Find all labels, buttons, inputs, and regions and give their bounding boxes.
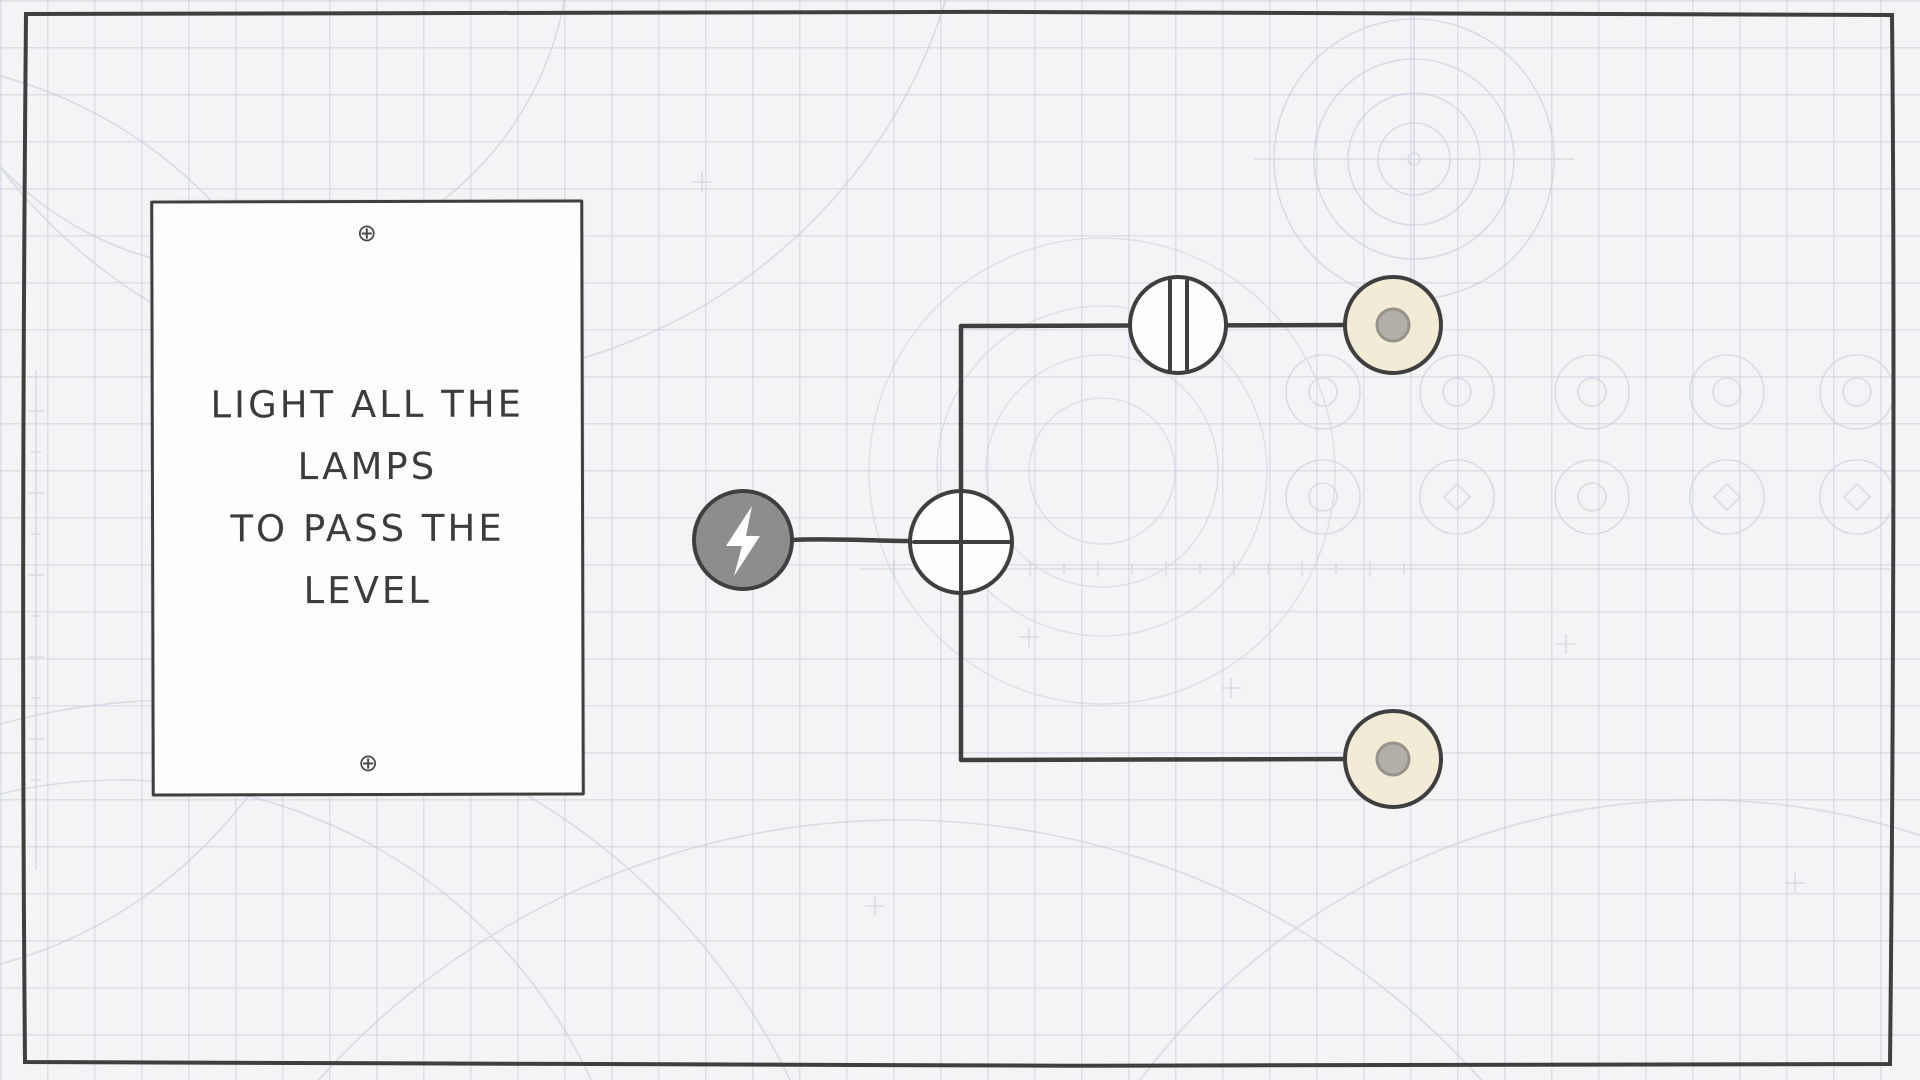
lightning-bolt-icon xyxy=(726,506,760,576)
pipe-cross-icon xyxy=(912,492,1011,592)
straight-piece[interactable] xyxy=(1128,275,1228,375)
junction-piece[interactable] xyxy=(908,489,1014,595)
calibration-symbols-row1 xyxy=(1285,354,1895,430)
target-rings-center xyxy=(868,237,1336,705)
power-source-node xyxy=(692,489,794,591)
calibration-symbols-row2 xyxy=(1285,459,1895,535)
plus-marks xyxy=(692,172,1805,916)
lamp-bottom xyxy=(1343,709,1443,809)
lamp-filament-dot xyxy=(1375,741,1411,777)
target-rings-top-right xyxy=(1254,14,1574,305)
pipe-straight-icon xyxy=(1168,279,1189,371)
ruler-vertical xyxy=(28,370,44,870)
board-border xyxy=(21,9,1896,1068)
lamp-top xyxy=(1343,275,1443,375)
lamp-filament-dot xyxy=(1375,307,1411,343)
wire-power-to-junction xyxy=(787,537,915,544)
wire-junction-down-to-bottom-lamp xyxy=(958,537,1350,763)
